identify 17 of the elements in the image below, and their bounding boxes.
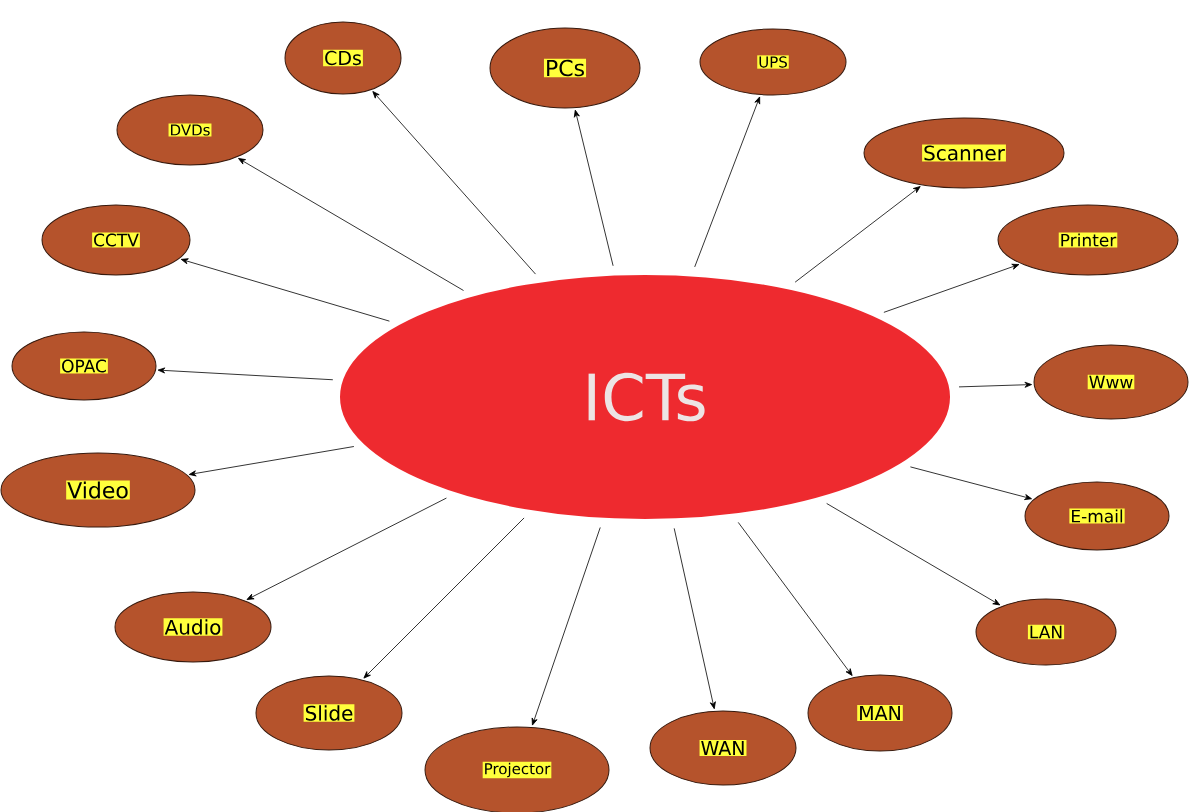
arrow — [826, 503, 1001, 606]
arrow — [794, 186, 921, 283]
arrow — [531, 527, 601, 726]
arrow — [372, 91, 536, 275]
arrow — [910, 466, 1032, 500]
arrow — [958, 381, 1032, 388]
arrow — [673, 527, 716, 710]
arrow — [246, 497, 447, 600]
arrow — [573, 109, 614, 267]
arrow — [883, 263, 1020, 313]
arrow — [157, 367, 334, 381]
arrow — [180, 258, 390, 322]
arrow — [694, 96, 761, 268]
arrow — [238, 158, 464, 291]
arrow — [737, 522, 853, 676]
arrow — [188, 446, 355, 477]
arrow — [363, 517, 525, 679]
